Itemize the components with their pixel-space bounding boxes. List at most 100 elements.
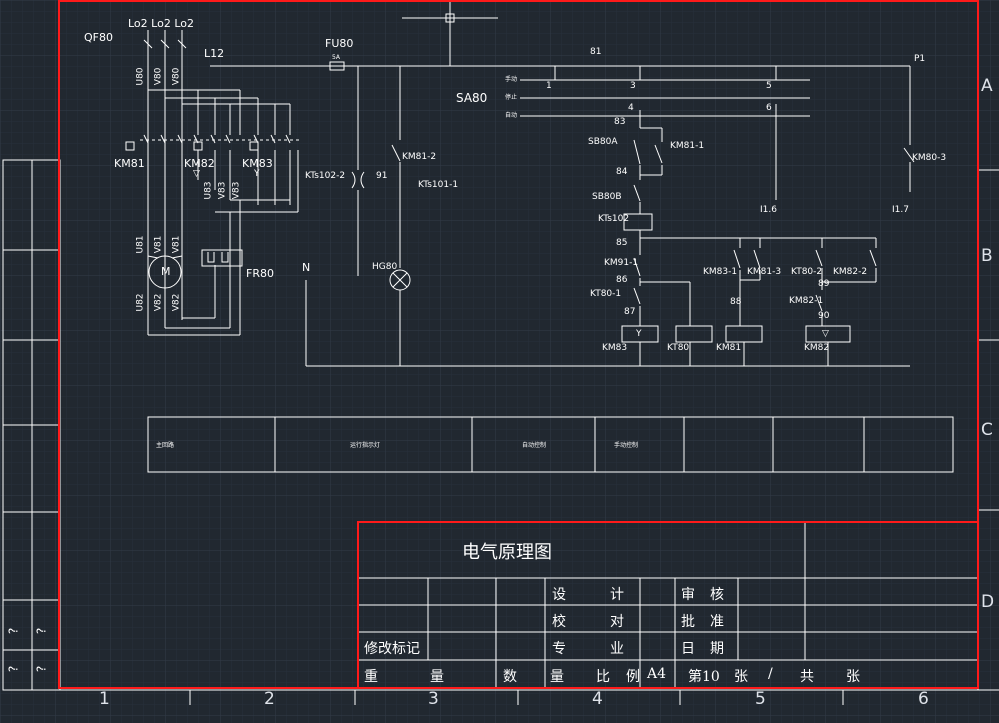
crosshair — [402, 0, 498, 66]
terminal-label: U83 — [203, 181, 214, 200]
p1-label: P1 — [914, 54, 926, 64]
tb-cell: 核 — [710, 587, 726, 603]
zone-a: A — [981, 76, 993, 96]
delta-mark: ▽ — [193, 169, 200, 179]
tb-sheet-number: 第10 — [688, 669, 720, 685]
side-mark: ? — [34, 627, 49, 635]
coil-km81[interactable]: KM81 — [716, 343, 742, 353]
button-sb80a[interactable]: SB80A — [588, 137, 618, 147]
neutral-label: N — [302, 261, 311, 274]
side-mark: ? — [6, 665, 21, 673]
zone-d: D — [981, 592, 995, 612]
coil-km83[interactable]: KM83 — [602, 343, 628, 353]
coil-kt80[interactable]: KT80 — [667, 343, 690, 353]
wire-81: 81 — [590, 47, 602, 57]
tb-cell: 审 — [681, 587, 697, 603]
legend-main-circuit: 主回路 — [156, 442, 175, 449]
tb-cell: 日 — [681, 641, 697, 657]
zone-3: 3 — [428, 689, 439, 709]
tb-cell: 量 — [550, 669, 566, 685]
sa-pos-stop: 停止 — [505, 94, 518, 101]
tb-cell: 对 — [610, 614, 626, 630]
tb-cell: 期 — [710, 641, 726, 657]
contact-km81-2: KM81-2 — [402, 152, 437, 162]
zone-2: 2 — [264, 689, 275, 709]
tb-cell: 比 — [596, 669, 612, 685]
terminal-label: V83 — [217, 181, 228, 200]
tb-cell: 重 — [364, 669, 380, 685]
tb-cell: 张 — [846, 669, 862, 685]
sa-pos-manual: 手动 — [505, 76, 518, 83]
lamp-label[interactable]: HG80 — [372, 262, 398, 272]
zone-1: 1 — [99, 689, 110, 709]
tb-cell: 共 — [800, 669, 816, 685]
tb-cell: / — [768, 666, 775, 682]
tb-cell: 数 — [503, 669, 519, 685]
contact-km81-1: KM81-1 — [670, 141, 705, 151]
wire-87: 87 — [624, 307, 636, 317]
terminal-label: V80 — [153, 67, 164, 86]
pos-num: 6 — [766, 103, 772, 113]
wire-90: 90 — [818, 311, 830, 321]
side-mark: ? — [6, 627, 21, 635]
tb-paper-size: A4 — [647, 666, 667, 682]
phase-label: Lo2 Lo2 Lo2 — [128, 17, 194, 30]
motor-symbol[interactable]: M — [161, 265, 171, 278]
motor-terminal: U81 — [135, 235, 146, 254]
selector-label[interactable]: SA80 — [456, 91, 488, 105]
tb-modify: 修改标记 — [364, 641, 420, 657]
pos-num: 3 — [630, 81, 636, 91]
wire-85: 85 — [616, 238, 628, 248]
zone-c: C — [981, 420, 993, 440]
tb-cell: 设 — [552, 587, 568, 603]
terminal-label: V83 — [231, 181, 242, 200]
tb-cell: 量 — [430, 669, 446, 685]
thermal-relay-label[interactable]: FR80 — [246, 267, 274, 280]
wire-91: 91 — [376, 171, 388, 181]
contactor-km81[interactable]: KM81 — [114, 157, 145, 170]
zone-b: B — [981, 246, 993, 266]
contact-km83-1: KM83-1 — [703, 267, 738, 277]
contactor-km82[interactable]: KM82 — [184, 157, 215, 170]
timer-kts102: KTs102 — [598, 214, 630, 224]
timer-contact-label: KTs102-2 — [305, 171, 346, 181]
wire-83: 83 — [614, 117, 626, 127]
coil-km82[interactable]: KM82 — [804, 343, 830, 353]
pos-num: 4 — [628, 103, 634, 113]
star-mark: Y — [254, 169, 260, 179]
contact-kt80-1: KT80-1 — [590, 289, 622, 299]
zone-5: 5 — [755, 689, 766, 709]
contact-km91-1: KM91-1 — [604, 258, 639, 268]
tb-cell: 准 — [710, 614, 726, 630]
tb-cell: 专 — [552, 641, 568, 657]
tb-cell: 计 — [610, 587, 626, 603]
contact-km82-2: KM82-2 — [833, 267, 868, 277]
motor-terminal: V82 — [171, 293, 182, 312]
motor-terminal: U82 — [135, 293, 146, 312]
button-sb80b[interactable]: SB80B — [592, 192, 622, 202]
motor-terminal: V81 — [171, 235, 182, 254]
tb-cell: 校 — [552, 614, 568, 630]
tb-cell: 张 — [734, 669, 750, 685]
terminal-label: U80 — [135, 67, 146, 86]
legend-auto: 自动控制 — [522, 442, 547, 449]
tb-cell: 例 — [626, 669, 642, 685]
contact-km80-3: KM80-3 — [912, 153, 947, 163]
power-circuit — [125, 30, 300, 336]
fuse-label[interactable]: FU80 — [325, 37, 354, 50]
tb-cell: 业 — [610, 641, 626, 657]
sa-pos-auto: 自动 — [505, 112, 518, 119]
wire-86: 86 — [616, 275, 628, 285]
title-block-grid — [358, 522, 978, 688]
breaker-label: QF80 — [84, 31, 113, 44]
wire-88: 88 — [730, 297, 742, 307]
motor-terminal: V81 — [153, 235, 164, 254]
side-mark: ? — [34, 665, 49, 673]
input-i16: I1.6 — [760, 205, 777, 215]
coil-delta-mark: ▽ — [822, 329, 829, 339]
coil-star-mark: Y — [636, 329, 642, 339]
motor-terminal: V82 — [153, 293, 164, 312]
contactor-km83[interactable]: KM83 — [242, 157, 273, 170]
